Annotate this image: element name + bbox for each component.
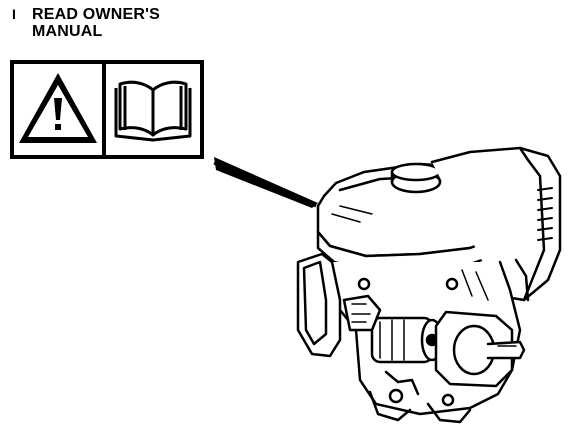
engine-illustration: [296, 146, 562, 424]
label-title: I READ OWNER'S MANUAL: [12, 6, 222, 40]
warning-triangle-icon: [19, 73, 97, 143]
safety-label: [10, 60, 204, 159]
label-text: READ OWNER'S MANUAL: [32, 6, 160, 40]
open-book-icon: [114, 80, 192, 142]
pointer-arrow: [213, 157, 318, 208]
label-number: I: [12, 6, 17, 22]
